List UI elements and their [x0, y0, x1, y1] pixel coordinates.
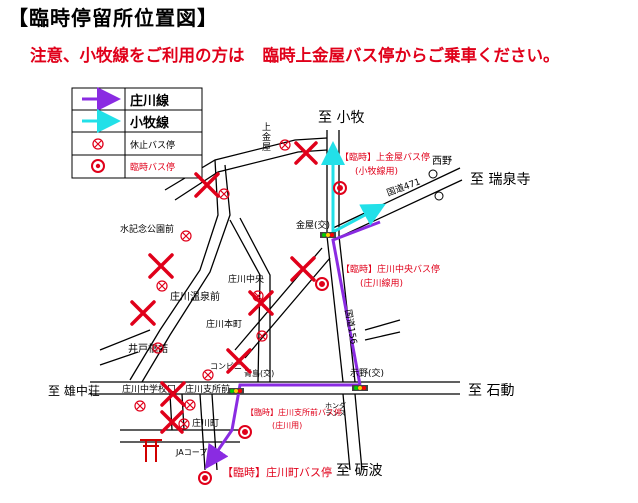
place-convenience: コンビニ [210, 362, 242, 371]
temp-chuo-label: 【臨時】庄川中央バス停 [341, 263, 440, 275]
nishino-markers [428, 169, 444, 201]
closed-stop-8 [202, 369, 214, 381]
torii-icon [140, 439, 162, 462]
x-mark-2 [194, 172, 220, 198]
temp-stop-shisho [238, 425, 252, 439]
dir-south: 至 砺波 [336, 463, 382, 479]
legend-temp-icon [91, 159, 105, 173]
shogawa-route [204, 383, 360, 470]
x-mark-1 [294, 141, 318, 165]
place-shisho: 庄川支所前 [185, 383, 230, 395]
place-route156: 国道156 [342, 308, 360, 345]
legend-closed-icon [92, 138, 104, 150]
temp-chuo-sub: (庄川線用) [360, 277, 403, 289]
temp-stops [198, 181, 347, 485]
temp-stop-shogawacho [198, 471, 212, 485]
place-shogawacho: 庄川町 [192, 417, 219, 429]
temp-stop-chuo [315, 277, 329, 291]
dir-west: 至 雄中荘 [48, 383, 100, 398]
place-nishino: 西野 [432, 155, 452, 167]
x-marks [130, 141, 318, 434]
closed-stop-10 [184, 399, 196, 411]
temp-shogawacho-label: 【臨時】庄川町バス停 [222, 465, 332, 479]
closed-stop-11 [178, 418, 190, 430]
signal-aomadori [228, 388, 244, 394]
closed-stop-9 [134, 400, 146, 412]
place-kamikanaya: 上金屋 [262, 122, 271, 153]
temp-shisho-label: 【臨時】庄川支所前バス停 [246, 407, 342, 417]
temp-stop-kamikanaya [333, 181, 347, 195]
place-aomadori: 青島(交) [244, 368, 274, 378]
closed-stop-3 [180, 230, 192, 242]
page-title: 【臨時停留所位置図】 [8, 6, 218, 30]
closed-stop-4 [156, 280, 168, 292]
dir-east: 至 瑞泉寺 [470, 171, 530, 188]
x-mark-6 [130, 300, 156, 326]
place-honmachi: 庄川本町 [206, 318, 242, 330]
signal-shimono [352, 385, 368, 391]
legend-shogawa: 庄川線 [130, 93, 170, 109]
dir-east2: 至 石動 [468, 383, 514, 399]
dir-north: 至 小牧 [318, 110, 364, 126]
x-mark-4 [290, 256, 316, 282]
closed-stop-1 [279, 139, 291, 151]
place-kanaya-signal: 金屋(交) [296, 219, 330, 231]
place-ent: ホンダランス [325, 401, 346, 418]
notice-part2: 臨時上金屋バス停からご乗車ください。 [262, 46, 560, 65]
place-chugakko: 庄川中学校口 [122, 383, 176, 395]
notice-part1: 注意、小牧線をご利用の方は [30, 46, 245, 65]
signal-kanaya [320, 232, 336, 238]
legend-komaki: 小牧線 [130, 115, 170, 131]
closed-stop-6 [256, 330, 268, 342]
temp-kamikanaya-sub: (小牧線用) [355, 165, 398, 177]
place-mizu-park: 水記念公園前 [120, 223, 174, 235]
place-shogawa-chuo: 庄川中央 [228, 273, 264, 285]
x-mark-8 [160, 381, 186, 407]
x-mark-5 [248, 290, 274, 316]
place-onsen: 庄川温泉前 [170, 290, 220, 303]
x-mark-9 [160, 410, 184, 434]
legend-closed: 休止バス停 [130, 139, 175, 151]
traffic-signals [228, 232, 368, 394]
closed-stop-7 [152, 342, 164, 354]
legend: 庄川線 小牧線 休止バス停 臨時バス停 [71, 87, 203, 179]
x-mark-3 [148, 253, 174, 279]
place-jrcoop: JAコープ [175, 448, 207, 457]
legend-temp: 臨時バス停 [130, 161, 175, 173]
komaki-route-east [332, 203, 386, 234]
notice-banner: 注意、小牧線をご利用の方は臨時上金屋バス停からご乗車ください。 [30, 42, 560, 66]
closed-stop-2 [218, 188, 230, 200]
x-mark-7 [226, 348, 252, 374]
place-totobashi: 井戸橋詰 [128, 342, 168, 355]
shogawa-route-north [331, 220, 381, 386]
place-shimono: 示野(交) [350, 367, 384, 379]
temp-shisho-sub: (庄川用) [272, 420, 302, 430]
temp-kamikanaya-label: 【臨時】上金屋バス停 [340, 151, 430, 163]
